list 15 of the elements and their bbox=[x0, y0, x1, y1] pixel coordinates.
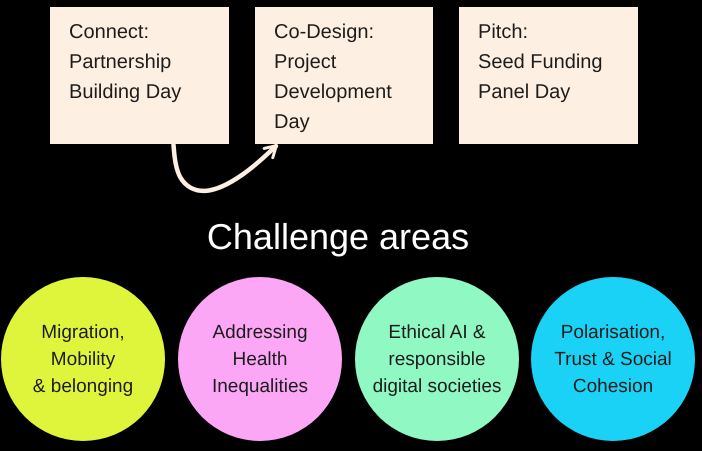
stage-box bbox=[50, 7, 229, 144]
box-text: Project Development Day bbox=[274, 50, 393, 135]
circle-text: Polarisation, Trust & Social Cohesion bbox=[553, 320, 673, 398]
stage-box bbox=[255, 7, 433, 144]
circle-text: Addressing Health Inequalities bbox=[210, 320, 310, 398]
curved-arrow bbox=[171, 142, 278, 194]
circle-text: Ethical AI & responsible digital societies bbox=[372, 320, 502, 398]
section-heading: Challenge areas bbox=[206, 216, 470, 258]
box-text: Seed Funding Panel Day bbox=[478, 50, 604, 105]
box-heading: Connect: bbox=[69, 20, 150, 45]
box-heading: Co-Design: bbox=[274, 20, 376, 45]
stage-box bbox=[459, 7, 638, 144]
box-text: Partnership Building Day bbox=[69, 50, 182, 105]
circle-text: Migration, Mobility & belonging bbox=[32, 320, 134, 398]
box-heading: Pitch: bbox=[478, 20, 530, 45]
